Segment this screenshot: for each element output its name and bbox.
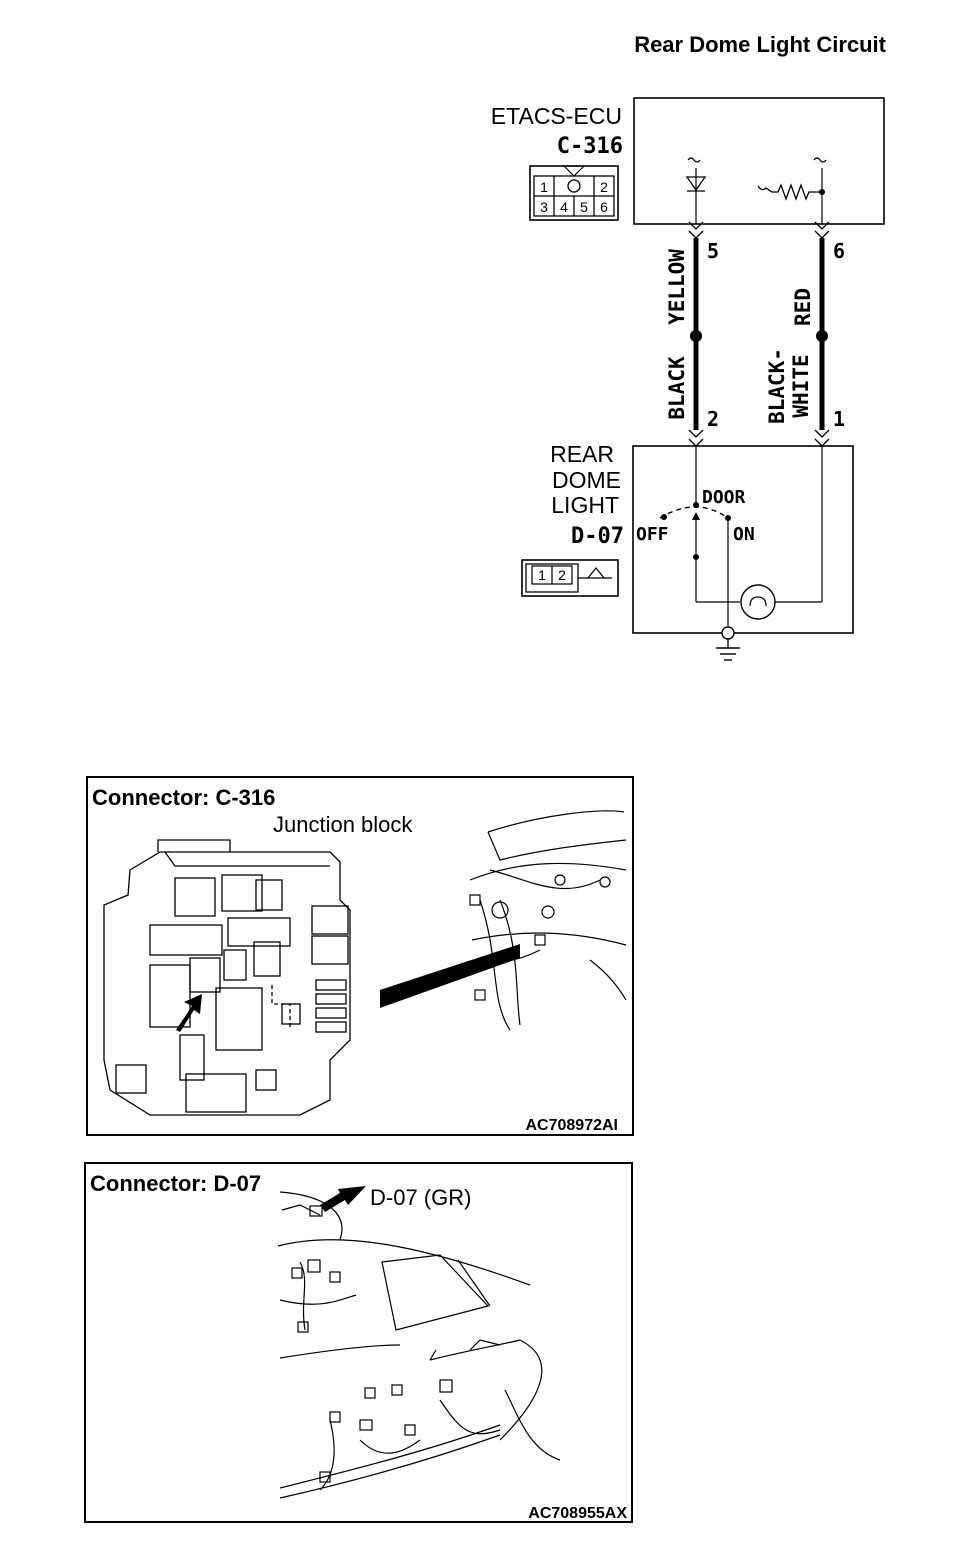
etacs-connector-id: C-316 — [557, 134, 623, 159]
wire-left-bottom-pin: 2 — [707, 407, 719, 431]
etacs-ecu-label: ETACS-ECU — [491, 103, 622, 129]
diagram-title: Rear Dome Light Circuit — [634, 32, 886, 57]
c316-pin-6: 6 — [600, 199, 608, 215]
pointer-arrow-icon — [176, 994, 202, 1032]
etacs-ecu: ETACS-ECU C-316 1 2 3 4 5 6 — [491, 97, 885, 225]
wire-left-upper-color: YELLOW — [665, 249, 689, 325]
panel2-code: AC708955AX — [528, 1505, 627, 1522]
zoom-wedge — [380, 944, 520, 1008]
c316-connector-face: 1 2 3 4 5 6 — [529, 165, 619, 221]
dome-connector-id: D-07 — [571, 524, 624, 549]
c316-lock-circle — [567, 179, 581, 193]
c316-pin-3: 3 — [540, 199, 548, 215]
resistor-icon — [757, 183, 822, 201]
connector-c316-panel: Connector: C-316 Junction block — [86, 776, 634, 1136]
wire-left: 5 2 YELLOW BLACK — [665, 221, 719, 447]
switch-on-label: ON — [733, 524, 755, 545]
vehicle-body-illustration — [277, 1191, 561, 1499]
bulb-icon — [740, 584, 776, 620]
wire-right: 6 1 RED BLACK- WHITE — [765, 221, 845, 447]
wire-left-lower-color: BLACK — [665, 356, 689, 420]
c316-pin-1: 1 — [540, 179, 548, 195]
c316-pin-5: 5 — [580, 199, 588, 215]
ground-icon — [716, 647, 740, 661]
switch-door-label: DOOR — [702, 487, 746, 508]
panel1-title: Connector: C-316 — [92, 785, 275, 810]
pointer-arrow-icon-2 — [320, 1186, 366, 1212]
panel1-code: AC708972AI — [526, 1117, 619, 1134]
dome-label-line2: DOME — [552, 467, 621, 493]
rear-dome-light: REAR DOME LIGHT D-07 1 2 DOOR — [521, 441, 854, 661]
dome-label-line3: LIGHT — [551, 492, 619, 518]
panel2-d07-label: D-07 (GR) — [370, 1185, 471, 1210]
etacs-ecu-box — [633, 97, 885, 225]
c316-pin-4: 4 — [560, 199, 568, 215]
dashboard-harness-illustration — [469, 810, 627, 1031]
d07-pin-2: 2 — [558, 567, 566, 583]
panel2-title: Connector: D-07 — [90, 1171, 261, 1196]
d07-connector-face: 1 2 — [521, 559, 619, 597]
wire-right-lower-color-1: BLACK- — [765, 348, 789, 424]
wire-right-upper-color: RED — [791, 288, 815, 326]
wire-left-top-pin: 5 — [707, 239, 719, 263]
connector-d07-panel: Connector: D-07 D-07 (GR) — [84, 1162, 633, 1523]
dome-light-box — [632, 445, 854, 634]
dome-label-line1: REAR — [550, 441, 614, 467]
junction-block-illustration — [103, 839, 351, 1116]
panel1-junction-label: Junction block — [273, 812, 413, 837]
c316-pin-2: 2 — [600, 179, 608, 195]
wire-right-lower-color-2: WHITE — [789, 354, 813, 417]
diode-icon — [685, 176, 707, 192]
switch-off-label: OFF — [636, 524, 669, 545]
wire-right-bottom-pin: 1 — [833, 407, 845, 431]
d07-pin-1: 1 — [538, 567, 546, 583]
wire-right-top-pin: 6 — [833, 239, 845, 263]
